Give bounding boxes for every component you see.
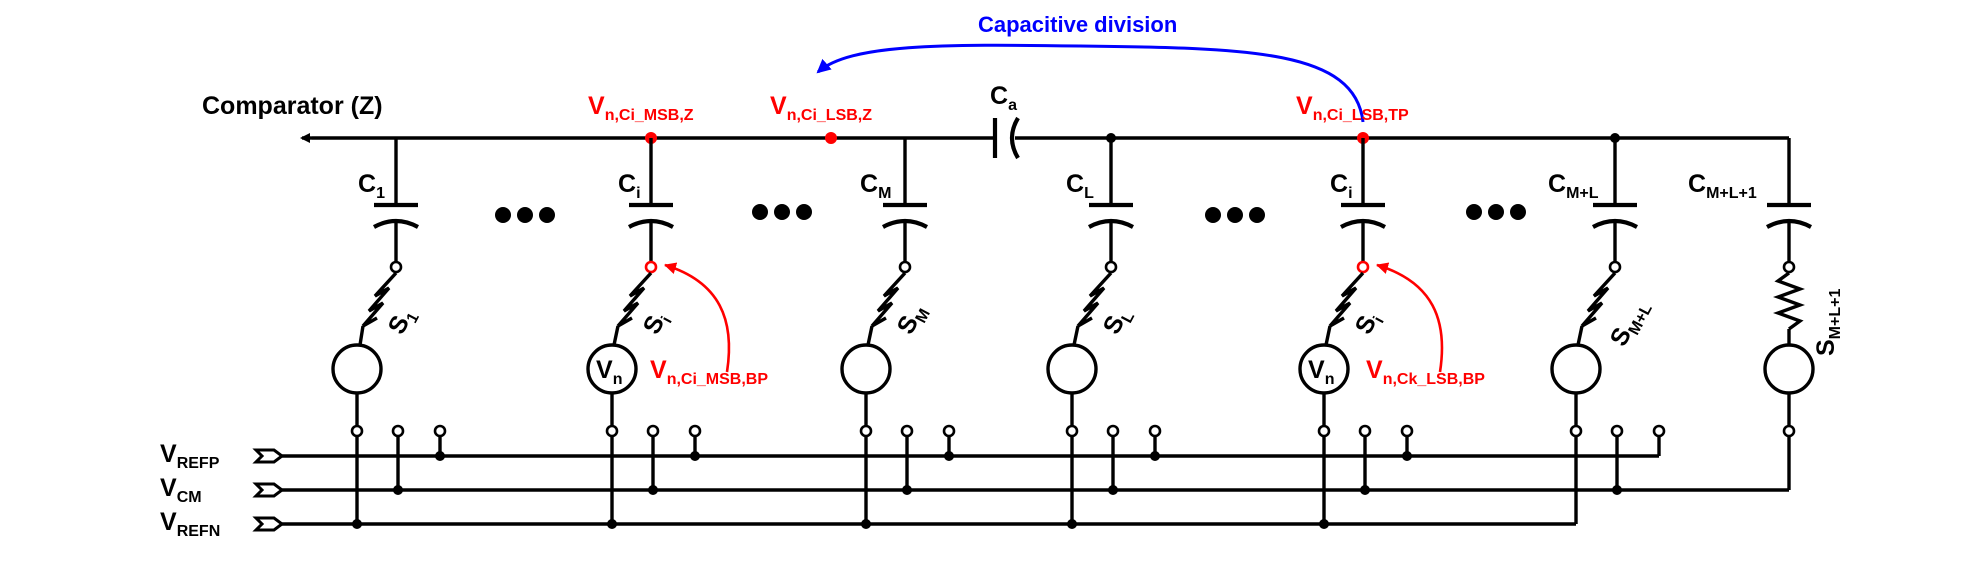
node-label-lsb-bp: Vn,Ck_LSB,BP	[1366, 356, 1485, 388]
annotation-arrow-msb-bp	[664, 262, 731, 373]
switch-label: SM+L+1	[1812, 289, 1844, 356]
comparator-label: Comparator (Z)	[202, 92, 383, 120]
branch: CL SL	[1046, 138, 1162, 438]
cap-label: CL	[1066, 170, 1094, 202]
cap-label: C1	[358, 170, 385, 202]
branch-group: C1 S1 Vn Ci Si	[331, 138, 1844, 438]
switch-label: S1	[383, 303, 423, 341]
cap-label: Ci	[1330, 170, 1353, 202]
node-label-lsb-tp: Vn,Ci_LSB,TP	[1296, 92, 1409, 124]
branch: C1 S1	[331, 138, 447, 438]
switch-label: Si	[638, 307, 676, 341]
capacitor-ca: Ca	[990, 82, 1020, 160]
cap-label: CM+L+1	[1688, 170, 1757, 202]
switch-label: SM+L	[1605, 294, 1656, 353]
switch-label: Si	[1350, 307, 1388, 341]
cap-label: CM	[860, 170, 891, 202]
switch-label: SL	[1098, 302, 1139, 341]
ellipsis-dots	[495, 204, 1526, 223]
node-label-msb-bp: Vn,Ci_MSB,BP	[650, 356, 768, 388]
branch: CM SM	[840, 138, 956, 438]
capacitive-division-label: Capacitive division	[978, 12, 1177, 37]
rail-label-cm: VCM	[160, 474, 202, 506]
branch: CM+L SM+L	[1548, 170, 1666, 438]
cap-label: CM+L	[1548, 170, 1599, 202]
annotation-arrow-lsb-bp	[1376, 262, 1444, 373]
node-label-msb-z: Vn,Ci_MSB,Z	[588, 92, 694, 124]
node-dot-lsb-z	[825, 132, 837, 144]
branch: CM+L+1 SM+L+1	[1688, 170, 1844, 438]
ca-label: Ca	[990, 82, 1017, 114]
source-label: Vn	[596, 356, 622, 388]
rail-label-refn: VREFN	[160, 508, 220, 540]
switch-label: SM	[892, 299, 934, 341]
branch: Vn Ci Si	[1298, 138, 1414, 438]
source-label: Vn	[1308, 356, 1334, 388]
bus-junction	[1610, 133, 1620, 143]
branch: Vn Ci Si	[586, 138, 702, 438]
rail-label-refp: VREFP	[160, 440, 220, 472]
reference-rails: VREFP VCM VREFN	[160, 436, 1791, 540]
cap-label: Ci	[618, 170, 641, 202]
capacitive-division-arrow	[816, 43, 1365, 123]
node-label-lsb-z: Vn,Ci_LSB,Z	[770, 92, 872, 124]
